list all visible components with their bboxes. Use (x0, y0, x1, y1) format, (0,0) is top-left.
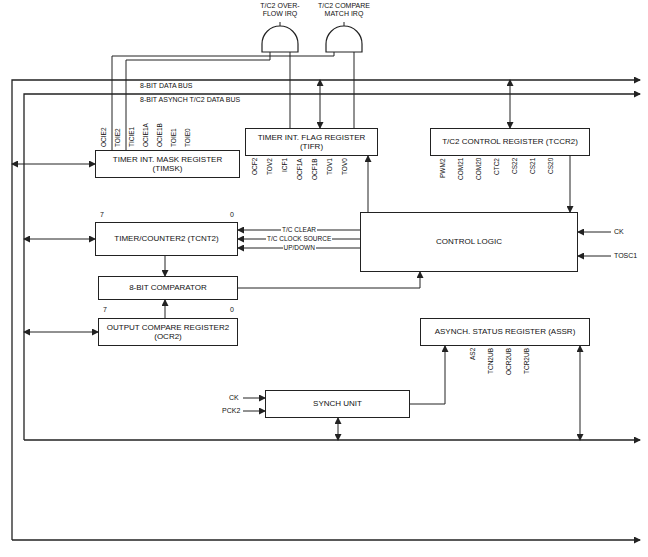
flag-register: TIMER INT. FLAG REGISTER (TIFR) (245, 128, 378, 156)
irq-label: T/C2 COMPARE MATCH IRQ (314, 2, 374, 17)
status-register: ASYNCH. STATUS REGISTER (ASSR) (420, 318, 590, 346)
register-bit-label: TOIE1 (171, 128, 178, 147)
signal-label: T/C CLOCK SOURCE (266, 236, 332, 243)
box-label: OUTPUT COMPARE REGISTER2 (OCR2) (103, 323, 233, 341)
counter-register: TIMER/COUNTER2 (TCNT2) (95, 222, 238, 256)
clock-input (578, 256, 611, 257)
signal-name: TOSC1 (614, 252, 637, 260)
register-bit-label: TOV2 (267, 158, 274, 175)
signal-connector (570, 156, 571, 212)
register-bit-label: OCF2 (252, 158, 259, 175)
clock-input (578, 232, 611, 233)
signal-connector (368, 156, 369, 212)
register-bit-label: PWM2 (440, 159, 447, 179)
register-bit-label: TOV0 (342, 158, 349, 175)
register-bit-label: ICF1 (282, 158, 289, 172)
register-bit-label: TICIE1 (129, 127, 136, 147)
register-bit-label: TOIE0 (185, 128, 192, 147)
bit-index: 0 (230, 211, 234, 219)
register-bit-label: CS20 (548, 158, 555, 174)
bus-link (12, 164, 95, 165)
and-gate (326, 26, 362, 52)
signal-connector (410, 346, 445, 404)
bus-link (510, 80, 511, 128)
register-bit-label: OCF1A (297, 158, 304, 180)
register-bit-label: OCIE1B (157, 123, 164, 147)
signal-connector (165, 256, 166, 276)
and-gate (262, 26, 298, 52)
bus-link (580, 346, 581, 440)
register-bit-label: CTC2 (494, 158, 501, 175)
box-label: ASYNCH. STATUS REGISTER (ASSR) (435, 327, 576, 336)
register-bit-label: CS22 (512, 158, 519, 174)
box-label: CONTROL LOGIC (436, 237, 502, 246)
status-bit-label: TCR2UB (524, 348, 531, 374)
data-bus (12, 539, 640, 540)
status-bit-label: TCN2UB (488, 348, 495, 374)
bus-label: 8-BIT ASYNCH T/C2 DATA BUS (140, 96, 240, 104)
box-label: TIMER INT. FLAG REGISTER (TIFR) (250, 133, 373, 151)
flag-wire (290, 52, 291, 128)
register-bit-label: TOV1 (327, 158, 334, 175)
bus-link (24, 239, 95, 240)
bit-index: 7 (103, 306, 107, 314)
signal-label: UP/DOWN (283, 245, 316, 252)
irq-output-wire (344, 22, 345, 26)
async-bus (24, 439, 640, 440)
comparator-box: 8-BIT COMPARATOR (98, 276, 238, 300)
irq-label: T/C2 OVER- FLOW IRQ (254, 2, 306, 17)
register-bit-label: COM20 (476, 158, 483, 180)
clock-input (243, 411, 265, 412)
irq-output-wire (280, 22, 281, 26)
flag-wire (354, 52, 355, 128)
box-label: TIMER/COUNTER2 (TCNT2) (114, 234, 218, 243)
signal-name: PCK2 (222, 407, 240, 415)
compare-register: OUTPUT COMPARE REGISTER2 (OCR2) (98, 318, 238, 346)
mask-register: TIMER INT. MASK REGISTER (TIMSK) (95, 150, 240, 178)
register-bit-label: OCIE2 (101, 127, 108, 147)
register-bit-label: COM21 (458, 158, 465, 180)
register-bit-label: TOIE2 (115, 128, 122, 147)
signal-label: T/C CLEAR (281, 227, 317, 234)
box-label: T/C2 CONTROL REGISTER (TCCR2) (442, 137, 578, 146)
register-bit-label: OCF1B (312, 158, 319, 180)
async-bus (24, 94, 640, 440)
status-bit-label: AS2 (470, 348, 477, 360)
box-label: SYNCH UNIT (313, 399, 362, 408)
box-label: 8-BIT COMPARATOR (129, 283, 207, 292)
register-bit-label: OCIE1A (143, 123, 150, 147)
status-bit-label: OCR2UB (506, 348, 513, 375)
bus-link (320, 80, 321, 128)
signal-connector (238, 272, 420, 288)
box-label: TIMER INT. MASK REGISTER (TIMSK) (100, 155, 235, 173)
bit-index: 0 (230, 306, 234, 314)
bit-index: 7 (100, 211, 104, 219)
bus-label: 8-BIT DATA BUS (140, 82, 193, 90)
bus-link (338, 418, 339, 440)
bus-link (24, 332, 98, 333)
control-register: T/C2 CONTROL REGISTER (TCCR2) (430, 128, 590, 156)
clock-input (243, 398, 265, 399)
register-bit-label: CS21 (530, 158, 537, 174)
data-bus (12, 80, 640, 540)
signal-name: CK (614, 228, 624, 236)
synch-unit-box: SYNCH UNIT (265, 390, 410, 418)
signal-name: CK (229, 394, 239, 402)
signal-connector (165, 300, 166, 318)
control-logic-box: CONTROL LOGIC (360, 212, 578, 272)
